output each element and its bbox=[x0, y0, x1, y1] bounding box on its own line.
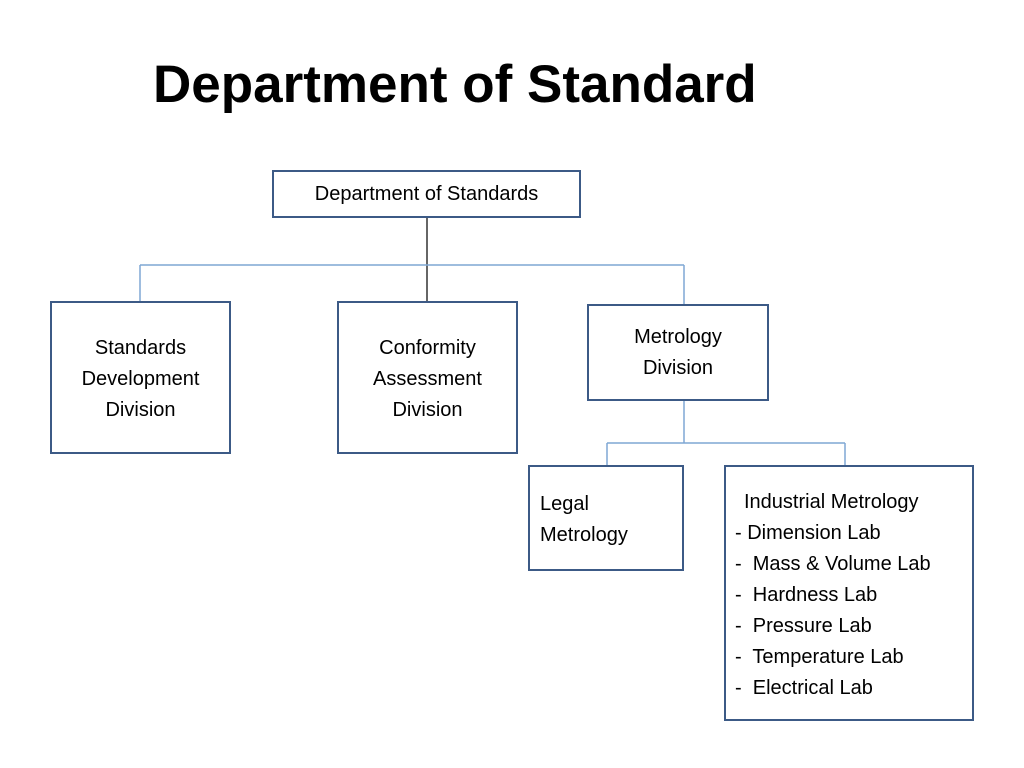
lab-list-item: - Temperature Lab bbox=[735, 646, 904, 668]
org-node-legal-metrology: Legal Metrology bbox=[528, 465, 684, 571]
org-node-root-label: Department of Standards bbox=[314, 182, 539, 205]
lab-list-item: - Mass & Volume Lab bbox=[735, 553, 931, 575]
org-node-conformity-assessment: Conformity Assessment Division bbox=[337, 301, 518, 454]
org-node-label-line: Legal bbox=[540, 493, 589, 515]
org-node-label-line: Metrology bbox=[634, 326, 722, 348]
org-node-label-line: Standards bbox=[94, 337, 187, 359]
org-node-industrial-metrology: Industrial Metrology - Dimension Lab - M… bbox=[724, 465, 974, 721]
org-node-label-line: Division bbox=[392, 399, 463, 421]
org-node-metrology-division: Metrology Division bbox=[587, 304, 769, 401]
lab-list-item: - Pressure Lab bbox=[735, 615, 872, 637]
lab-list-item: - Dimension Lab bbox=[735, 522, 881, 544]
org-node-label-line: Development bbox=[81, 368, 200, 390]
org-node-label-line: Assessment bbox=[373, 368, 482, 390]
org-node-label-line: Division bbox=[105, 399, 176, 421]
lab-list-item: - Hardness Lab bbox=[735, 584, 878, 606]
org-node-root: Department of Standards bbox=[272, 170, 581, 218]
org-node-label-line: Metrology bbox=[540, 524, 628, 546]
slide-title: Department of Standard bbox=[153, 55, 757, 114]
lab-list-item: - Electrical Lab bbox=[735, 677, 873, 699]
org-node-label-line: Conformity bbox=[379, 337, 476, 359]
org-node-label-line: Division bbox=[642, 357, 714, 379]
org-node-standards-development: Standards Development Division bbox=[50, 301, 231, 454]
industrial-metrology-title: Industrial Metrology bbox=[744, 491, 919, 513]
